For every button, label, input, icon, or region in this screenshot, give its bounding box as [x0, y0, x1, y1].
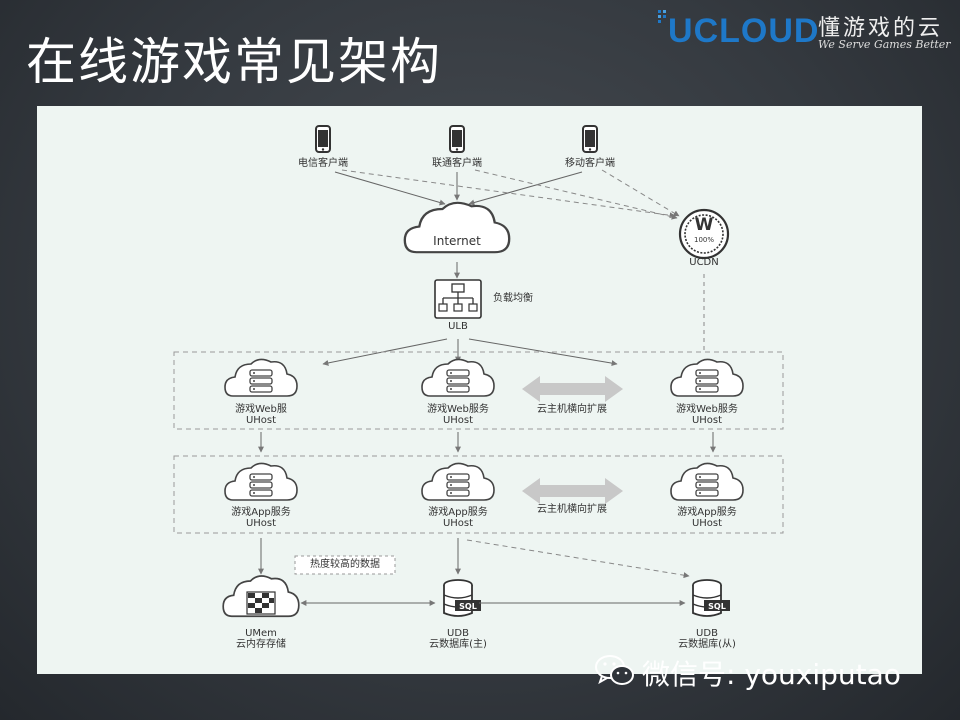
- phone-icon-unicom: [449, 125, 465, 153]
- app-host-cloud-icon-3: [670, 462, 744, 501]
- web-node-3-name: 游戏Web服务: [676, 404, 738, 415]
- wechat-icon: [595, 655, 634, 685]
- logo-tagline: We Serve Games Better: [818, 38, 951, 51]
- app-node-1-host: UHost: [245, 518, 277, 529]
- web-row-box: [173, 351, 784, 430]
- udb-slave-name: UDB: [696, 628, 718, 639]
- web-host-cloud-icon-1: [224, 358, 298, 397]
- architecture-diagram: SQL SQL 电信客户端 联通客户端 移动客户端 Internet W 100…: [37, 106, 922, 674]
- ucdn-label: UCDN: [689, 257, 719, 268]
- logo-cloud: CLOUD: [693, 12, 820, 50]
- web-node-1-name: 游戏Web服: [235, 404, 287, 415]
- app-node-2-host: UHost: [442, 518, 474, 529]
- sql-text-slave: SQL: [708, 602, 726, 611]
- ucloud-logo: UCLOUD 懂游戏的云 We Serve Games Better: [656, 6, 956, 58]
- ulb-icon: [434, 279, 482, 319]
- slide-title: 在线游戏常见架构: [26, 33, 442, 91]
- app-node-1-name: 游戏App服务: [231, 507, 291, 518]
- app-scale-label: 云主机横向扩展: [537, 504, 607, 515]
- web-host-cloud-icon-3: [670, 358, 744, 397]
- web-host-cloud-icon-2: [421, 358, 495, 397]
- web-node-2-host: UHost: [442, 415, 474, 426]
- lb-label: 负载均衡: [493, 293, 533, 304]
- phone-icon-mobile: [582, 125, 598, 153]
- ulb-label: ULB: [448, 321, 468, 332]
- hot-data-box: [294, 555, 396, 575]
- logo-wordmark: UCLOUD: [668, 12, 819, 51]
- udb-master-name: UDB: [447, 628, 469, 639]
- logo-u: U: [668, 12, 694, 50]
- umem-desc: 云内存存储: [236, 639, 286, 650]
- udb-master-desc: 云数据库(主): [429, 639, 487, 650]
- umem-grid-icon: [246, 591, 276, 615]
- web-node-1-host: UHost: [245, 415, 277, 426]
- hot-data-label: 热度较高的数据: [310, 559, 380, 570]
- udb-slave-desc: 云数据库(从): [678, 639, 736, 650]
- sql-badge-master: [455, 600, 481, 611]
- web-node-3-host: UHost: [691, 415, 723, 426]
- client-label-telecom: 电信客户端: [298, 158, 348, 169]
- web-scale-label: 云主机横向扩展: [537, 404, 607, 415]
- ucdn-badge-text: 100%: [693, 236, 715, 244]
- client-label-unicom: 联通客户端: [432, 158, 482, 169]
- app-host-cloud-icon-2: [421, 462, 495, 501]
- app-row-box: [173, 455, 784, 534]
- umem-name: UMem: [245, 628, 277, 639]
- app-node-3-name: 游戏App服务: [677, 507, 737, 518]
- internet-label: Internet: [433, 234, 481, 248]
- logo-chinese: 懂游戏的云: [818, 16, 944, 41]
- client-label-mobile: 移动客户端: [565, 158, 615, 169]
- scale-arrow-icon-app: [522, 478, 623, 504]
- sql-text-master: SQL: [459, 602, 477, 611]
- sql-badge-slave: [704, 600, 730, 611]
- app-node-3-host: UHost: [691, 518, 723, 529]
- ucdn-letter: W: [694, 215, 714, 235]
- logo-dots-icon: [658, 10, 666, 23]
- diagram-lines: SQL SQL: [173, 125, 784, 618]
- ucdn-icon: [678, 208, 730, 260]
- scale-arrow-icon-web: [522, 376, 623, 402]
- wechat-watermark: 微信号: youxiputao: [594, 651, 934, 691]
- app-node-2-name: 游戏App服务: [428, 507, 488, 518]
- web-node-2-name: 游戏Web服务: [427, 404, 489, 415]
- phone-icon-telecom: [315, 125, 331, 153]
- watermark-text: 微信号: youxiputao: [642, 658, 901, 691]
- app-host-cloud-icon-1: [224, 462, 298, 501]
